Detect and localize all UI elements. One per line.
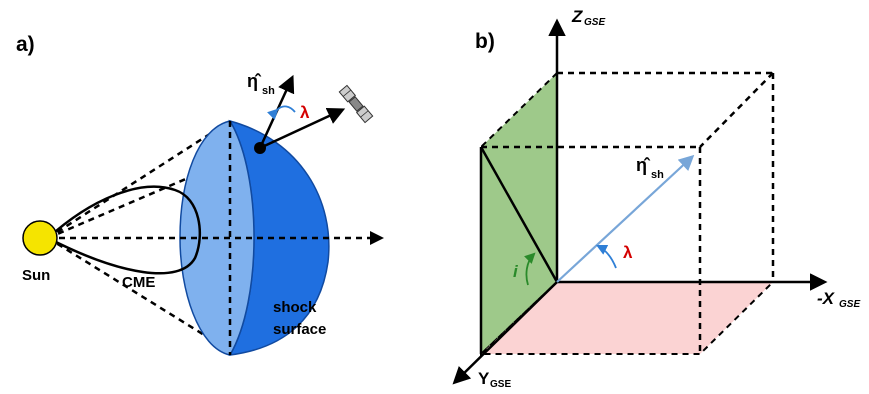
- y-axis-sub: GSE: [490, 379, 511, 390]
- y-axis-main: Y: [478, 369, 490, 388]
- normal-symbol-b: η̂: [636, 155, 651, 175]
- normal-sub-a: sh: [262, 85, 275, 97]
- disc-dashes: [48, 121, 375, 355]
- shock-label-line2: surface: [273, 321, 326, 338]
- panel-a-label: a): [16, 33, 35, 56]
- sun-axis-arrowhead: [370, 231, 384, 245]
- normal-projection: [479, 146, 559, 283]
- cme-label: CME: [122, 274, 155, 291]
- panel-b: b) Z GSE -X GSE Y GS: [452, 7, 860, 390]
- lambda-label-a: λ: [300, 103, 310, 122]
- x-axis-main: -X: [817, 289, 836, 308]
- shock-label-line1: shock: [273, 299, 317, 316]
- cme-loop: [45, 185, 202, 275]
- sun-label: Sun: [22, 267, 50, 284]
- i-label: i: [513, 262, 519, 281]
- lambda-arc-b: [596, 245, 617, 269]
- i-arc: [524, 252, 536, 286]
- x-axis-sub: GSE: [839, 299, 860, 310]
- z-axis-sub: GSE: [584, 17, 605, 28]
- observation-point: [254, 142, 266, 154]
- spacecraft-vector-a: [259, 107, 346, 150]
- lambda-arc-a: [267, 105, 296, 120]
- panel-b-label: b): [475, 30, 495, 53]
- normal-sub-b: sh: [651, 169, 664, 181]
- y-axis: [452, 281, 558, 385]
- lambda-label-b: λ: [623, 243, 633, 262]
- satellite-icon: [338, 84, 374, 124]
- z-axis-main: Z: [571, 7, 583, 26]
- normal-symbol-a: η̂: [247, 71, 262, 91]
- panel-a: a) Sun CME shock surface η̂: [16, 33, 384, 356]
- sun-icon: [22, 220, 58, 256]
- normal-vector-b: [556, 154, 695, 283]
- box-dashes: [481, 71, 775, 354]
